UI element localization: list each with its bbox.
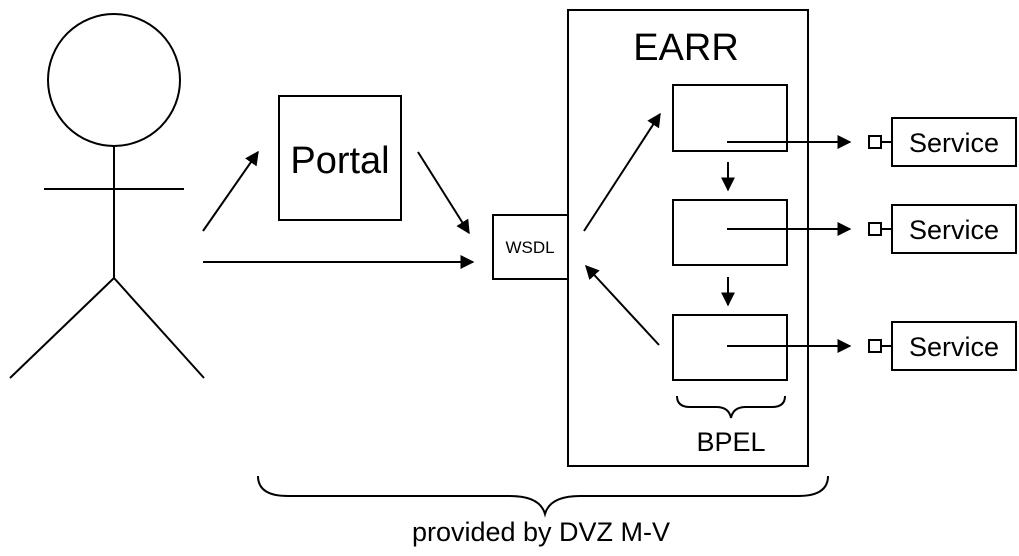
service-box-1 — [891, 117, 1017, 167]
bpel-brace — [676, 395, 786, 419]
bpel-label: BPEL — [696, 427, 765, 457]
service-node-2: Service — [868, 204, 1017, 254]
service-label-1: Service — [909, 128, 999, 158]
user-stick-figure — [9, 13, 205, 379]
arrow-wsdl-to-step1 — [583, 112, 661, 232]
user-right-leg — [113, 277, 205, 379]
service-label-2: Service — [909, 215, 999, 245]
arrow-portal-to-wsdl — [417, 151, 470, 235]
bpel-step-box-2 — [672, 199, 788, 266]
service-node-1: Service — [868, 117, 1017, 167]
user-head — [47, 13, 181, 147]
provider-note: provided by DVZ M-V — [412, 517, 670, 547]
arrow-step3-to-wsdl — [585, 264, 660, 346]
wsdl-box — [492, 214, 569, 280]
bpel-step-box-3 — [672, 314, 788, 381]
service-node-3: Service — [868, 321, 1017, 371]
wsdl-node: WSDL — [492, 214, 569, 280]
service-box-3 — [891, 321, 1017, 371]
bpel-steps — [672, 84, 788, 381]
arrow-user-to-portal — [202, 150, 259, 232]
earr-label: EARR — [633, 27, 739, 69]
wsdl-label: WSDL — [505, 238, 554, 257]
service-port-1 — [868, 135, 882, 149]
service-port-3 — [868, 339, 882, 353]
service-box-2 — [891, 204, 1017, 254]
bpel-step-box-1 — [672, 84, 788, 152]
portal-box — [278, 95, 402, 221]
provider-brace — [257, 475, 829, 518]
user-left-leg — [9, 277, 115, 379]
portal-label: Portal — [290, 140, 389, 182]
service-port-2 — [868, 222, 882, 236]
portal-node: Portal — [278, 95, 402, 221]
service-label-3: Service — [909, 332, 999, 362]
